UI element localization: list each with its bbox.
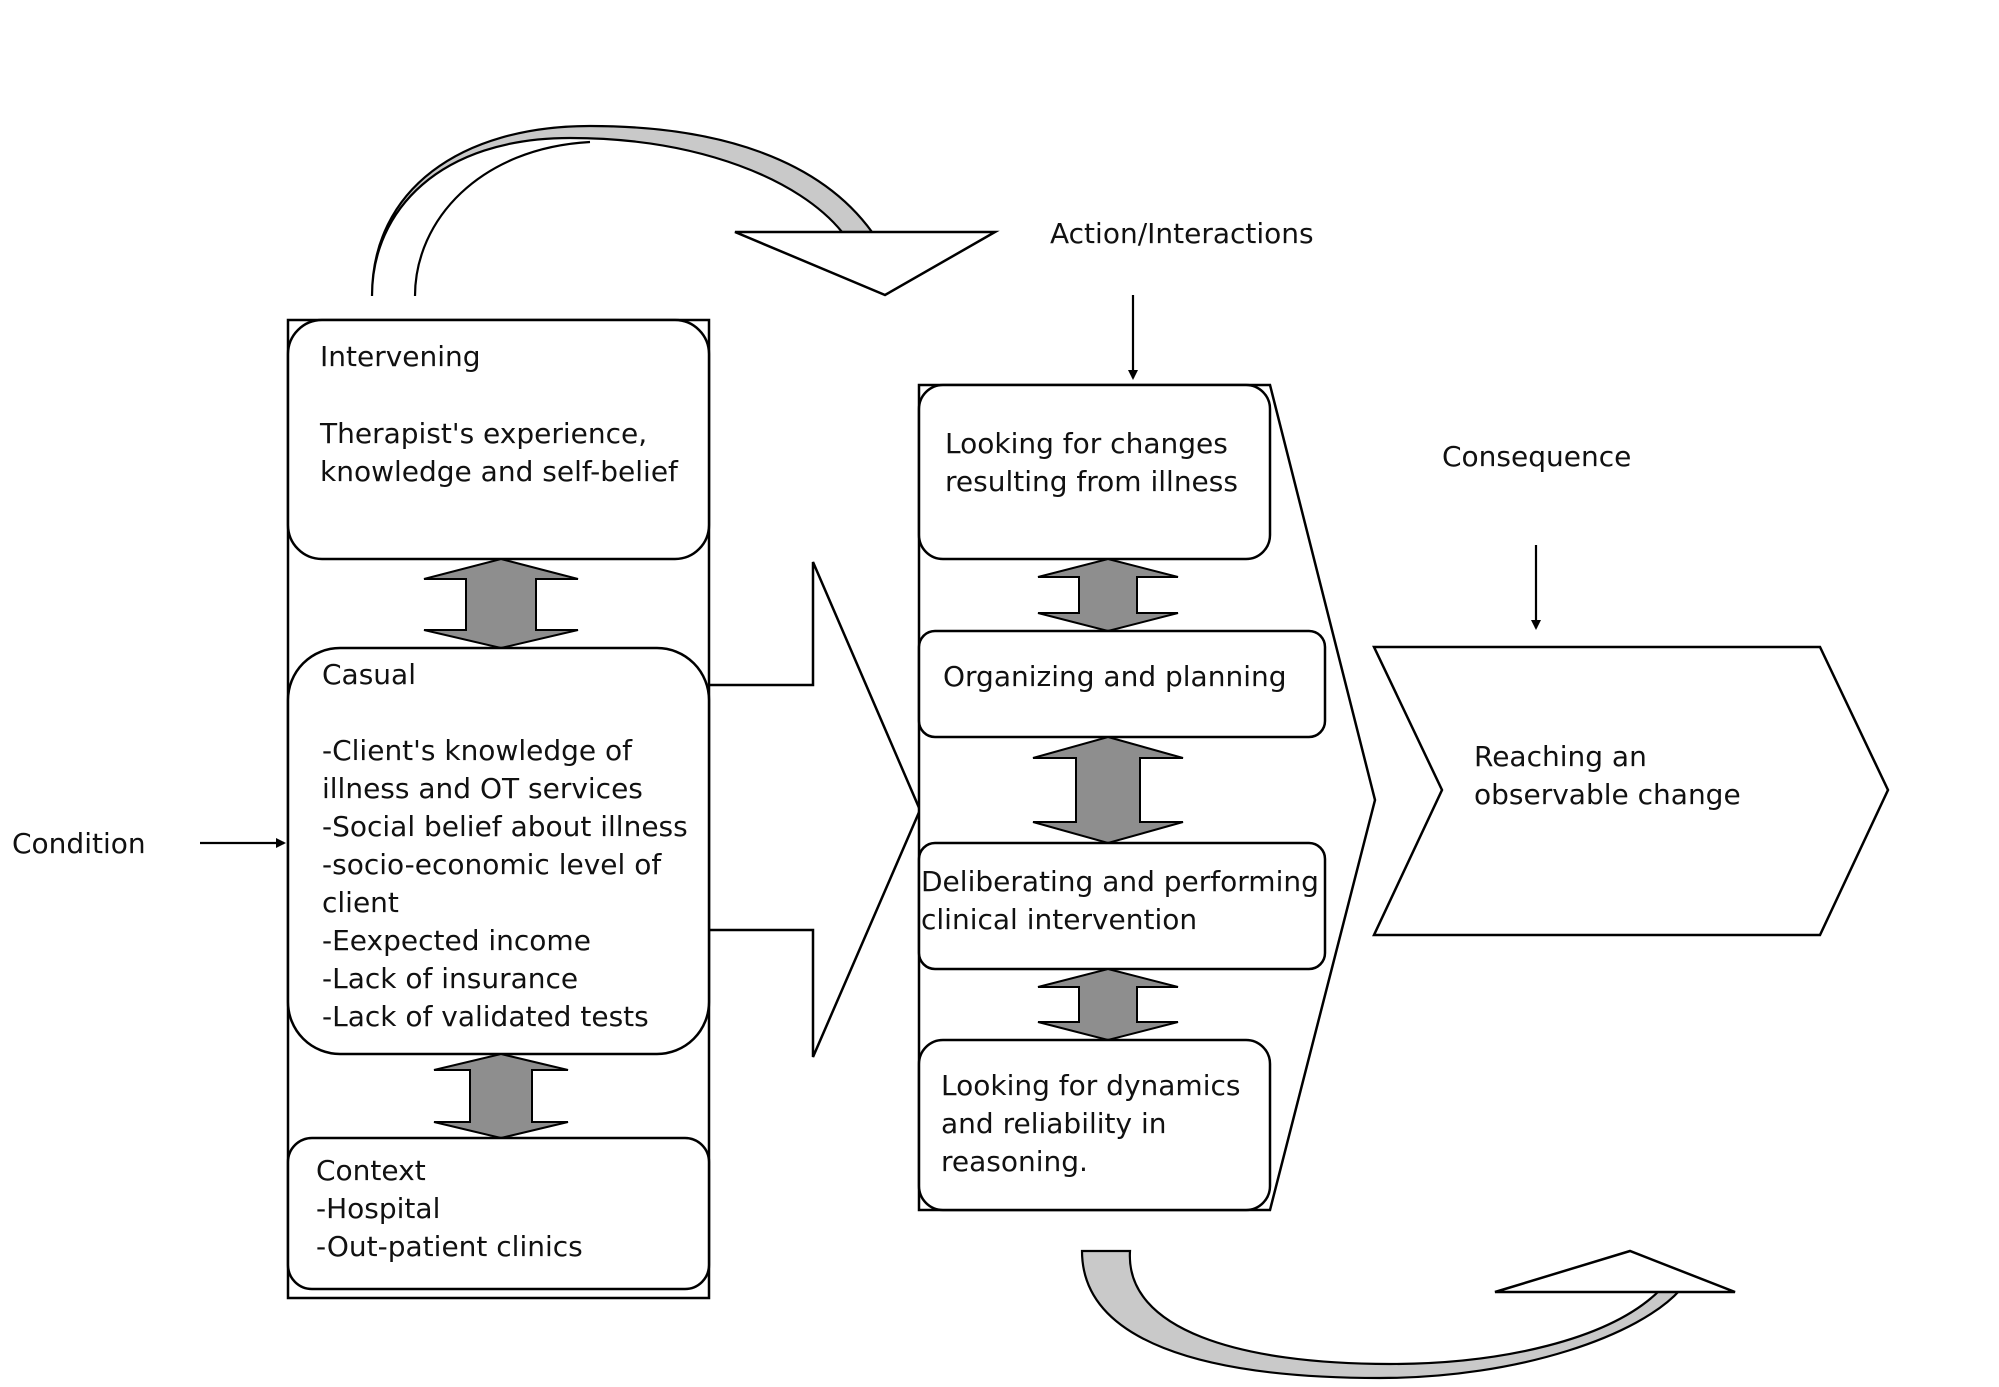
action-box-3-line: Deliberating and performing: [921, 865, 1319, 898]
action-box-1-line: Looking for changes: [945, 427, 1228, 460]
casual-line: -Client's knowledge of: [322, 734, 633, 767]
action-label: Action/Interactions: [1050, 217, 1314, 250]
intervening-title: Intervening: [320, 340, 481, 373]
context-line: -Hospital: [316, 1192, 440, 1225]
casual-line: client: [322, 886, 399, 919]
consequence-box: Reaching an observable change: [1372, 645, 1890, 937]
curved-arrow-bottom: [1080, 1249, 1736, 1380]
context-title: Context: [316, 1154, 426, 1187]
big-hollow-arrow: [707, 561, 922, 1058]
context-line: -Out-patient clinics: [316, 1230, 583, 1263]
condition-label: Condition: [12, 827, 146, 860]
action-box-1: Looking for changes resulting from illne…: [917, 383, 1272, 561]
action-box-4-line: Looking for dynamics: [941, 1069, 1240, 1102]
casual-line: -socio-economic level of: [322, 848, 662, 881]
intervening-line: Therapist's experience,: [319, 417, 647, 450]
casual-line: -Social belief about illness: [322, 810, 688, 843]
consequence-label: Consequence: [1442, 440, 1631, 473]
action-box-1-line: resulting from illness: [945, 465, 1238, 498]
action-box-4-line: and reliability in: [941, 1107, 1167, 1140]
casual-line: -Lack of validated tests: [322, 1000, 649, 1033]
action-box-4: Looking for dynamics and reliability in …: [917, 1038, 1272, 1212]
action-box-3: Deliberating and performing clinical int…: [917, 841, 1327, 971]
casual-line: -Eexpected income: [322, 924, 591, 957]
casual-line: illness and OT services: [322, 772, 643, 805]
action-box-2: Organizing and planning: [917, 629, 1327, 739]
curved-arrow-top: [370, 124, 1000, 297]
context-box: Context -Hospital -Out-patient clinics: [286, 1136, 711, 1291]
casual-title: Casual: [322, 658, 416, 691]
consequence-line: Reaching an: [1474, 740, 1647, 773]
action-box-2-line: Organizing and planning: [943, 660, 1287, 693]
casual-box: Casual -Client's knowledge of illness an…: [286, 646, 711, 1056]
consequence-line: observable change: [1474, 778, 1741, 811]
intervening-line: knowledge and self-belief: [320, 455, 679, 488]
action-box-4-line: reasoning.: [941, 1145, 1088, 1178]
casual-line: -Lack of insurance: [322, 962, 578, 995]
intervening-box: Intervening Therapist's experience, know…: [286, 318, 711, 561]
action-box-3-line: clinical intervention: [921, 903, 1197, 936]
